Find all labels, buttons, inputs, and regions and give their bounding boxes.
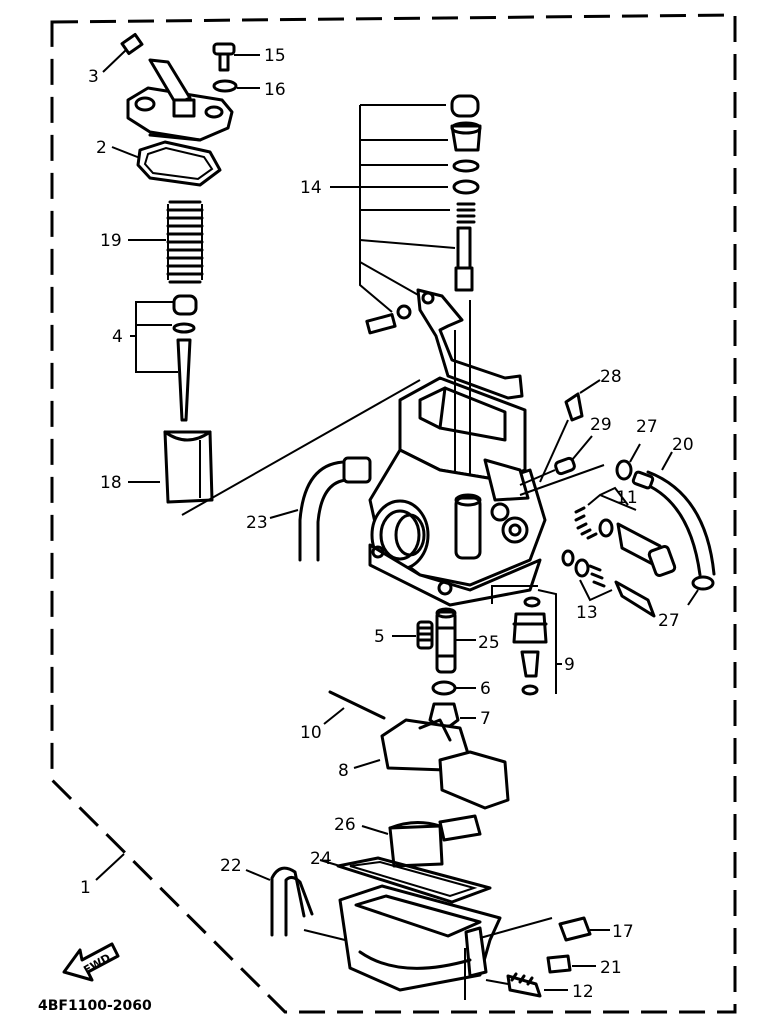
part-23-vent-hose — [269, 456, 372, 562]
part-10-float-pin — [323, 690, 386, 725]
label-15: 15 — [264, 46, 286, 66]
part-16-washer — [212, 79, 260, 93]
part-6-washer — [431, 680, 476, 696]
part-27-clip-upper — [615, 443, 641, 481]
assembly-boundary — [50, 13, 737, 1014]
label-7: 7 — [480, 709, 491, 729]
part-17-clamp — [558, 916, 610, 942]
label-12: 12 — [572, 982, 594, 1002]
label-24: 24 — [310, 849, 332, 869]
label-29: 29 — [590, 415, 612, 435]
label-19: 19 — [100, 231, 122, 251]
label-8: 8 — [338, 761, 349, 781]
part-28-air-screw — [539, 379, 601, 483]
label-13: 13 — [576, 603, 598, 623]
label-10: 10 — [300, 723, 322, 743]
part-27-clip-lower — [687, 575, 715, 606]
part-15-screw — [212, 42, 260, 72]
label-18: 18 — [100, 473, 122, 493]
forward-arrow-icon — [62, 942, 120, 982]
label-25: 25 — [478, 633, 500, 653]
part-13-throttle-screw — [561, 549, 656, 618]
part-2-gasket — [111, 140, 222, 187]
assembly-line-right — [519, 464, 605, 496]
label-3: 3 — [88, 67, 99, 87]
part-20-hose — [631, 451, 716, 577]
part-5-pilot-jet — [392, 620, 434, 650]
label-4: 4 — [112, 327, 123, 347]
part-float-chamber — [338, 884, 553, 1000]
label-27-lower: 27 — [658, 611, 680, 631]
label-2: 2 — [96, 138, 107, 158]
label-5: 5 — [374, 627, 385, 647]
part-22-drain-hose — [245, 866, 346, 941]
part-1-leader — [95, 853, 125, 881]
label-17: 17 — [612, 922, 634, 942]
part-4-jet-needle — [130, 294, 198, 422]
part-3-screw — [102, 32, 144, 73]
part-24-float-chamber-gasket — [319, 856, 492, 904]
part-25-needle-jet — [435, 607, 476, 674]
assembly-line-left — [181, 379, 421, 516]
label-6: 6 — [480, 679, 491, 699]
label-20: 20 — [672, 435, 694, 455]
label-21: 21 — [600, 958, 622, 978]
label-9: 9 — [564, 655, 575, 675]
part-19-spring — [128, 200, 204, 284]
part-26-baffle — [361, 814, 482, 868]
label-16: 16 — [264, 80, 286, 100]
part-11-pilot-screw — [574, 486, 677, 578]
part-14-throttle-stop-assembly — [330, 94, 524, 400]
label-22: 22 — [220, 856, 242, 876]
part-9-bracket — [491, 585, 557, 694]
part-8-float — [353, 718, 510, 810]
label-27-upper: 27 — [636, 417, 658, 437]
drawing-code: 4BF1100-2060 — [38, 998, 152, 1014]
label-11: 11 — [616, 488, 638, 508]
label-28: 28 — [600, 367, 622, 387]
part-top-cap — [126, 58, 234, 142]
part-12-drain-screw — [485, 972, 568, 998]
label-23: 23 — [246, 513, 268, 533]
part-carburetor-body — [368, 300, 547, 607]
part-21-screw — [546, 954, 596, 974]
label-14: 14 — [300, 178, 322, 198]
part-9-needle-valve — [512, 596, 562, 696]
part-29-plug — [519, 435, 593, 486]
label-1: 1 — [80, 878, 91, 898]
part-18-throttle-valve — [128, 430, 214, 504]
label-26: 26 — [334, 815, 356, 835]
